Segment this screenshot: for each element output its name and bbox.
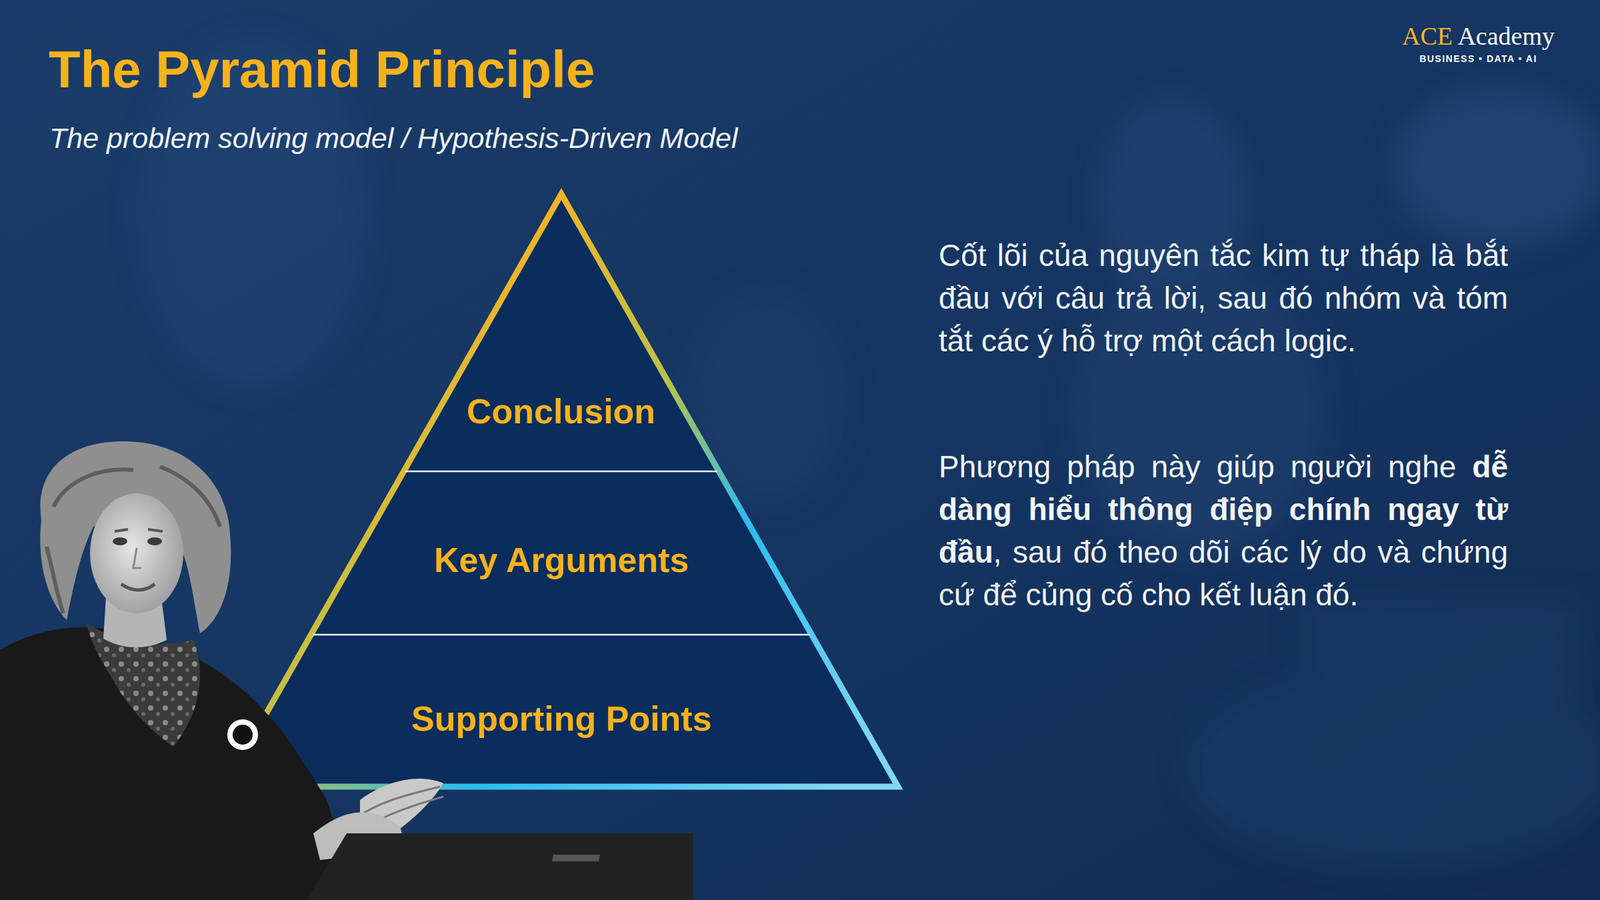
brand-logo: ACE AcademyBUSINESS • DATA • AI: [1402, 22, 1555, 64]
pyramid-band: Key Arguments: [428, 536, 694, 584]
bullet-paragraph: Cốt lõi của nguyên tắc kim tự tháp là bắ…: [938, 234, 1508, 362]
bullet-text: Cốt lõi của nguyên tắc kim tự tháp là bắ…: [938, 238, 1508, 358]
bullet-text: , sau đó theo dõi các lý do và chứng cứ …: [938, 534, 1508, 612]
slide-title: The Pyramid Principle: [48, 41, 595, 99]
bullet-paragraph: Phương pháp này giúp người nghe dễ dàng …: [938, 445, 1508, 616]
pyramid-band: Supporting Points: [406, 695, 718, 742]
pyramid-band: Conclusion: [461, 388, 661, 435]
logo-text: ACE: [1402, 22, 1453, 50]
bullet-text: Phương pháp này giúp người nghe: [938, 449, 1456, 484]
logo-tagline: BUSINESS • DATA • AI: [1402, 53, 1555, 64]
logo-wordmark: ACE Academy: [1402, 22, 1555, 51]
band-label: Key Arguments: [434, 539, 689, 581]
band-label: Supporting Points: [411, 698, 712, 740]
slide-subtitle: The problem solving model / Hypothesis-D…: [49, 121, 738, 156]
logo-text: Academy: [1457, 22, 1555, 50]
band-label: Conclusion: [466, 390, 656, 432]
